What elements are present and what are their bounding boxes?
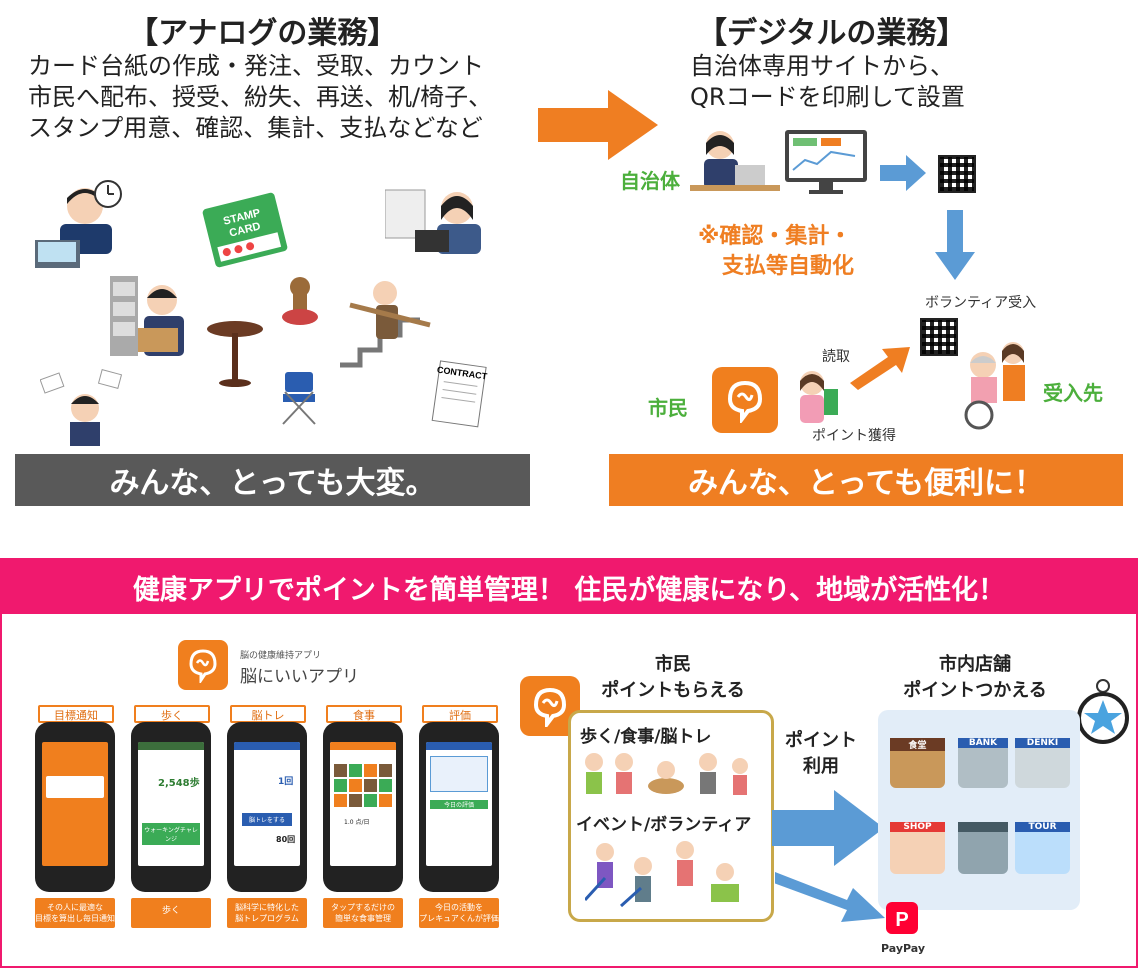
store-shop: SHOP bbox=[890, 822, 945, 874]
brain-total: 80回 bbox=[276, 835, 296, 844]
digital-title: 【デジタルの業務】 bbox=[697, 16, 967, 51]
point-use-line: ポイント bbox=[785, 730, 857, 751]
phone-tab-label: 脳トレ bbox=[230, 705, 306, 723]
volunteer-accept-label: ボランティア受入 bbox=[925, 295, 1037, 311]
automation-line: 支払等自動化 bbox=[722, 254, 855, 279]
analog-banner: みんな、とっても大変。 bbox=[15, 454, 530, 506]
citizen-scanning-illustration bbox=[790, 365, 850, 425]
citizen-title-line: ポイントもらえる bbox=[601, 680, 745, 701]
phone-tab-label: 目標通知 bbox=[38, 705, 114, 723]
store-electronics: DENKI bbox=[1015, 738, 1070, 788]
right-arrow-icon bbox=[880, 155, 926, 191]
overworked-officer-illustration bbox=[30, 178, 125, 273]
store-travel: TOUR bbox=[1015, 822, 1070, 874]
brain-training-button: 脳トレをする bbox=[242, 813, 292, 826]
activities-event-volunteer: イベント/ボランティア bbox=[576, 815, 752, 835]
phone-brain-training: 1回 脳トレをする 80回 bbox=[227, 722, 307, 892]
automation-line: ※確認・集計・ bbox=[698, 224, 852, 249]
digital-description: 自治体専用サイトから、 QRコードを印刷して設置 bbox=[690, 51, 965, 113]
point-get-label: ポイント獲得 bbox=[812, 428, 896, 444]
digital-banner: みんな、とっても便利に！ bbox=[609, 454, 1123, 506]
contract-illustration: CONTRACT bbox=[430, 360, 490, 430]
volunteer-caregiver-illustration bbox=[955, 335, 1035, 430]
app-logo-icon bbox=[178, 640, 228, 690]
host-label: 受入先 bbox=[1043, 381, 1103, 405]
store-sign: BANK bbox=[958, 738, 1008, 748]
analog-line: カード台紙の作成・発注、受取、カウント bbox=[28, 52, 484, 80]
citizen-label: 市民 bbox=[648, 396, 688, 420]
stores-title-line: 市内店舗 bbox=[939, 654, 1011, 675]
paypay-label: PayPay bbox=[881, 942, 926, 955]
municipality-staff-illustration bbox=[690, 125, 780, 195]
app-subtitle: 脳の健康維持アプリ bbox=[240, 651, 322, 661]
automation-note: ※確認・集計・ 支払等自動化 bbox=[698, 222, 854, 282]
point-use-label: ポイント 利用 bbox=[775, 728, 867, 780]
phone-evaluation: 今日の評価 bbox=[419, 722, 499, 892]
filing-cabinet-worker-illustration bbox=[110, 272, 190, 362]
analog-line: 市民へ配布、授受、紛失、再送、机/椅子、 bbox=[28, 83, 493, 111]
steps-value: 2,548歩 bbox=[158, 778, 200, 789]
store-sign: DENKI bbox=[1015, 738, 1070, 748]
app-name: 脳にいいアプリ bbox=[240, 667, 359, 687]
down-arrow-icon bbox=[935, 210, 975, 280]
municipality-label: 自治体 bbox=[620, 169, 680, 193]
citizen-points-title: 市民 ポイントもらえる bbox=[578, 652, 768, 704]
phone-tab-label: 歩く bbox=[134, 705, 210, 723]
stores-title: 市内店舗 ポイントつかえる bbox=[880, 652, 1070, 704]
citizen-title-line: 市民 bbox=[655, 654, 691, 675]
stamp-illustration bbox=[275, 275, 325, 330]
read-label: 読取 bbox=[822, 349, 850, 365]
store-salon bbox=[958, 822, 1008, 874]
phone-caption: 歩く bbox=[131, 898, 211, 928]
panicking-person-illustration bbox=[39, 368, 130, 448]
analog-title: 【アナログの業務】 bbox=[128, 16, 398, 51]
phone-goal-notification bbox=[35, 722, 115, 892]
brain-count: 1回 bbox=[278, 777, 294, 787]
activities-walk-meal-brain: 歩く/食事/脳トレ bbox=[580, 727, 712, 747]
today-eval-label: 今日の評価 bbox=[430, 800, 488, 809]
analog-line: スタンプ用意、確認、集計、支払などなど bbox=[28, 114, 483, 142]
elderly-stairs-illustration bbox=[340, 275, 440, 370]
store-sign: 食堂 bbox=[890, 738, 945, 751]
phone-caption: タップするだけの 簡単な食事管理 bbox=[323, 898, 403, 928]
phone-caption: 今日の活動を プレキュアくんが評価 bbox=[419, 898, 499, 928]
phone-meal: 1.0 点/日 bbox=[323, 722, 403, 892]
phone-walking: 2,548歩 ウォーキングチャレンジ bbox=[131, 722, 211, 892]
stores-title-line: ポイントつかえる bbox=[903, 680, 1047, 701]
qr-code-icon bbox=[938, 155, 976, 193]
store-sign: TOUR bbox=[1015, 822, 1070, 832]
store-sign bbox=[958, 822, 1008, 832]
clock-illustration bbox=[92, 178, 124, 210]
walking-challenge-button: ウォーキングチャレンジ bbox=[142, 823, 200, 845]
qr-code-icon bbox=[920, 318, 958, 356]
digital-line: QRコードを印刷して設置 bbox=[690, 83, 965, 111]
analog-description: カード台紙の作成・発注、受取、カウント 市民へ配布、授受、紛失、再送、机/椅子、… bbox=[28, 51, 492, 144]
meal-score: 1.0 点/日 bbox=[344, 819, 370, 826]
phone-tab-label: 食事 bbox=[326, 705, 402, 723]
paypay-logo-icon: P bbox=[880, 902, 924, 936]
point-use-line: 利用 bbox=[803, 756, 839, 777]
phone-caption: 脳科学に特化した 脳トレプログラム bbox=[227, 898, 307, 928]
round-table-illustration bbox=[205, 315, 265, 390]
star-medal-icon bbox=[1075, 678, 1131, 748]
folding-chair-illustration bbox=[275, 370, 325, 425]
pc-worker-illustration bbox=[384, 180, 485, 260]
svg-text:P: P bbox=[895, 909, 908, 931]
app-logo-icon bbox=[712, 367, 778, 433]
to-stores-arrow-icon bbox=[772, 790, 884, 866]
read-arrow-icon bbox=[850, 345, 910, 390]
monitor-dashboard-illustration bbox=[785, 130, 867, 195]
digital-line: 自治体専用サイトから、 bbox=[690, 52, 954, 80]
transition-arrow-icon bbox=[538, 90, 658, 160]
phone-caption: その人に最適な 目標を算出し毎日通知 bbox=[35, 898, 115, 928]
elderly-volunteer-illustration bbox=[583, 838, 755, 908]
phone-tab-label: 評価 bbox=[422, 705, 498, 723]
to-paypay-arrow-icon bbox=[771, 862, 885, 922]
store-sign: SHOP bbox=[890, 822, 945, 832]
store-diner: 食堂 bbox=[890, 738, 945, 788]
bottom-headline: 健康アプリでポイントを簡単管理！ 住民が健康になり、地域が活性化！ bbox=[2, 560, 1136, 614]
elderly-activities-illustration bbox=[578, 750, 758, 802]
store-bank: BANK bbox=[958, 738, 1008, 788]
